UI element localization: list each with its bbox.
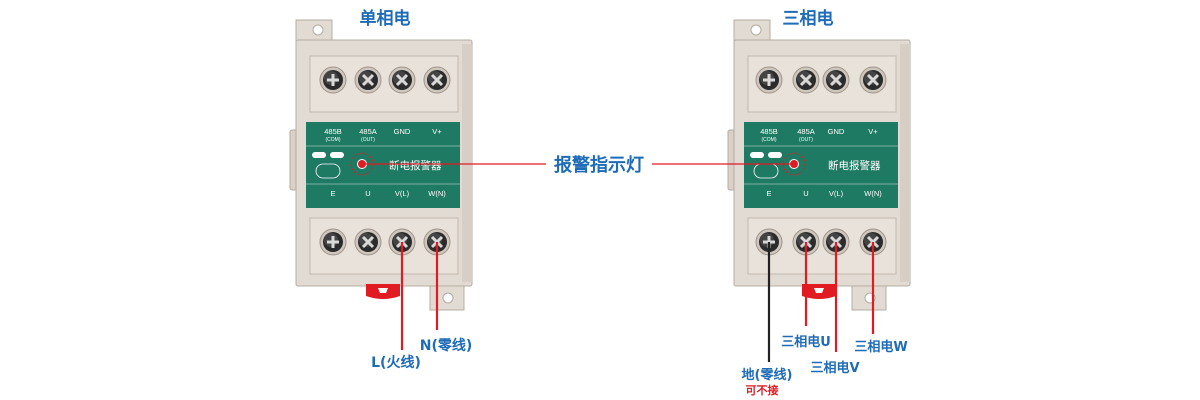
wires — [366, 163, 875, 362]
screw-terminal-icon — [319, 228, 347, 256]
top-terminal-label: GND — [394, 127, 411, 136]
device-name-label: 断电报警器 — [828, 159, 881, 172]
screw-terminal-icon — [822, 66, 850, 94]
screw-terminal-icon — [388, 228, 416, 256]
top-terminal-sublabel: (COM) — [762, 137, 777, 143]
right-device-title: 三相电 — [783, 8, 834, 29]
bottom-terminal-label: E — [330, 189, 335, 198]
wire-label-u: 三相电U — [781, 334, 831, 350]
top-terminal-label: V+ — [868, 127, 878, 136]
bottom-terminal-label: W(N) — [864, 189, 882, 198]
top-terminal-sublabel: (OUT) — [361, 137, 375, 143]
screw-terminal-icon — [792, 66, 820, 94]
mount-hole-icon — [750, 24, 762, 36]
bottom-terminal-label: U — [365, 189, 370, 198]
wire-label-l: L(火线) — [371, 354, 421, 371]
indicator-led-icon — [789, 159, 799, 169]
bottom-terminal-label: U — [803, 189, 808, 198]
wire-label-v: 三相电V — [810, 360, 859, 376]
top-terminal-label: 485B — [760, 127, 778, 136]
left-device: 断电报警器 — [289, 19, 473, 311]
top-terminal-sublabel: (COM) — [326, 137, 341, 143]
wire-label-ground: 地(零线) — [742, 367, 793, 383]
left-device-title: 单相电 — [360, 8, 411, 29]
mount-hole-icon — [312, 24, 324, 36]
wire-label-w: 三相电W — [854, 339, 907, 355]
top-terminal-label: 485A — [359, 127, 377, 136]
mount-hole-icon — [442, 292, 454, 304]
wire-label-n: N(零线) — [420, 337, 473, 354]
terminal-labels: 485B(COM)E485A(OUT)UGNDV(L)V+W(N)485B(CO… — [324, 127, 882, 198]
right-device: 断电报警器 — [727, 19, 911, 311]
screw-terminal-icon — [354, 228, 382, 256]
bottom-terminal-label: V(L) — [395, 189, 410, 198]
top-terminal-label: 485A — [797, 127, 815, 136]
screw-terminal-icon — [755, 66, 783, 94]
top-terminal-label: 485B — [324, 127, 342, 136]
screw-terminal-icon — [388, 66, 416, 94]
bottom-terminal-label: W(N) — [428, 189, 446, 198]
top-terminal-label: V+ — [432, 127, 442, 136]
indicator-label: 报警指示灯 — [554, 154, 644, 176]
bottom-terminal-label: V(L) — [829, 189, 844, 198]
top-terminal-sublabel: (OUT) — [799, 137, 813, 143]
indicator-led-icon — [357, 159, 367, 169]
screw-terminal-icon — [423, 66, 451, 94]
top-terminal-label: GND — [828, 127, 845, 136]
ground-note: 可不接 — [746, 383, 779, 397]
device-name-label: 断电报警器 — [389, 159, 442, 172]
screw-terminal-icon — [859, 66, 887, 94]
screw-terminal-icon — [319, 66, 347, 94]
bottom-terminal-label: E — [766, 189, 771, 198]
screw-terminal-icon — [354, 66, 382, 94]
